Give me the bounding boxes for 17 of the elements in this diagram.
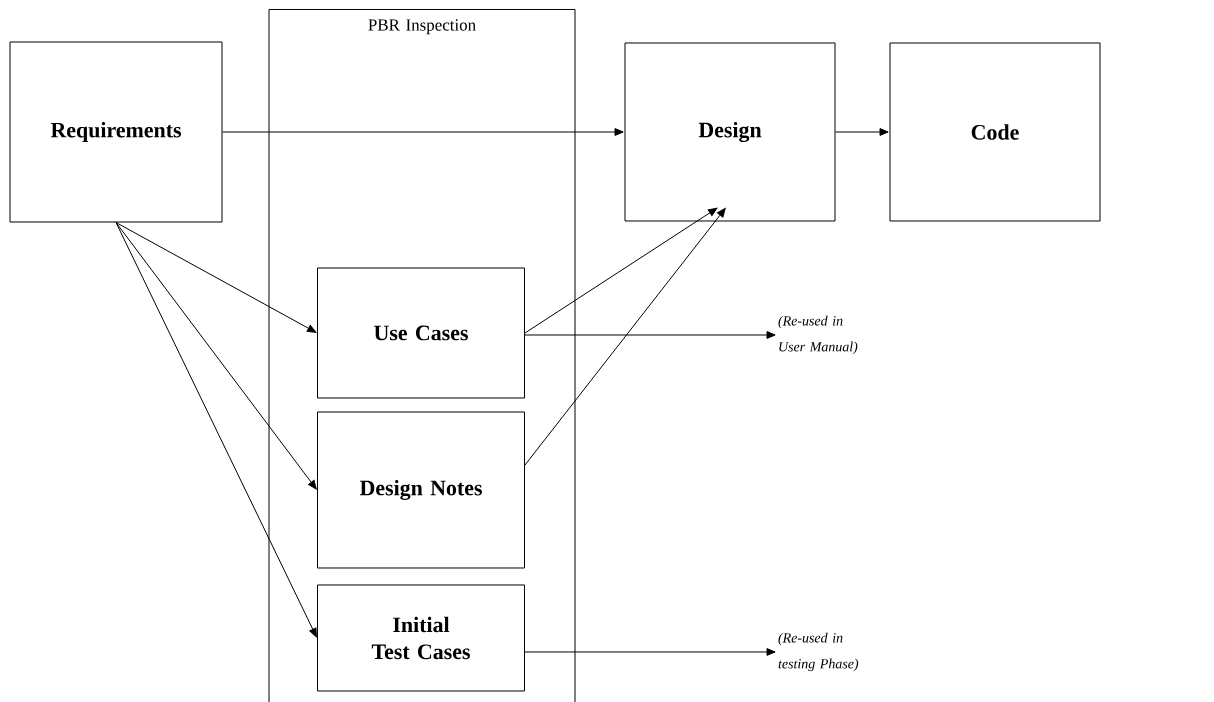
- process-box: Design Notes: [317, 411, 525, 569]
- process-box: Code: [889, 42, 1101, 222]
- note-text: (Re-used in testing Phase): [778, 632, 859, 672]
- arrow: [222, 128, 624, 136]
- arrow: [115, 222, 317, 333]
- arrow: [835, 128, 889, 136]
- arrow: [115, 222, 317, 490]
- process-box: Initial Test Cases: [317, 584, 525, 692]
- arrow: [115, 222, 317, 638]
- note-text: (Re-used in User Manual): [778, 315, 858, 355]
- arrow: [524, 208, 726, 466]
- arrow: [524, 331, 776, 339]
- process-box: Use Cases: [317, 267, 525, 399]
- process-box: Design: [624, 42, 836, 222]
- arrow: [524, 207, 718, 334]
- arrow: [524, 648, 776, 656]
- process-box: Requirements: [9, 41, 223, 223]
